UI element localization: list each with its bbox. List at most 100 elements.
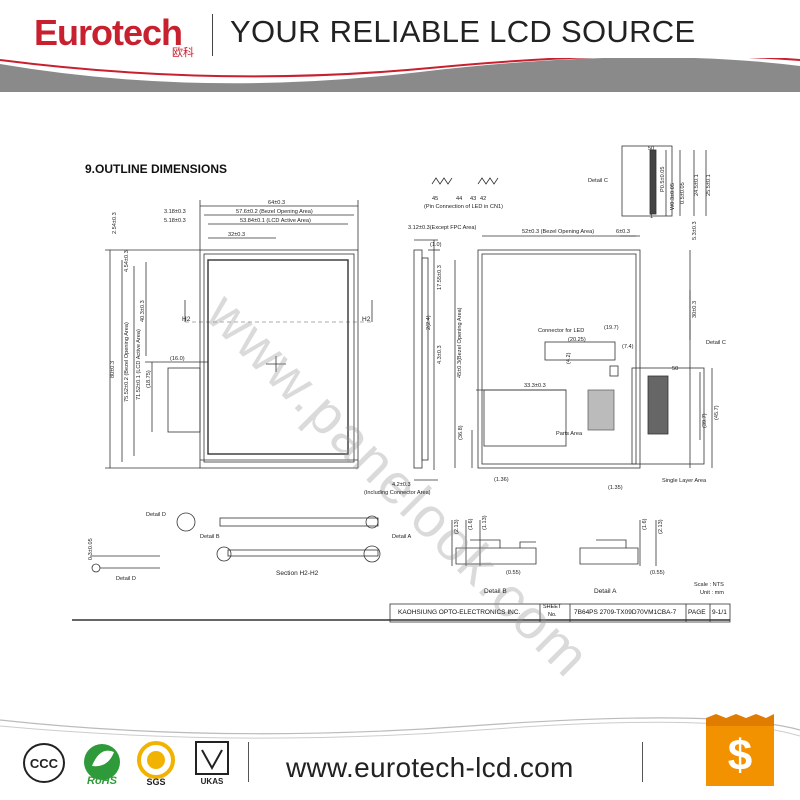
brand-logo: Eurotech — [34, 12, 183, 53]
dim-label: 80±0.3 — [110, 360, 116, 378]
svg-text:RoHS: RoHS — [87, 775, 118, 787]
dim-label: (7.4) — [622, 344, 634, 350]
dim-label: (18.75) — [146, 370, 152, 388]
ukas-certification-icon: UKAS — [195, 741, 229, 786]
detail-c-side-label: Detail C — [706, 340, 726, 346]
connector-led-label: Connector for LED — [538, 328, 585, 334]
front-outline — [199, 249, 359, 469]
dim-label: 24.5±0.1 — [694, 174, 700, 196]
pin-label: 44 — [456, 196, 463, 202]
dim-label: 40.3±0.3 — [140, 300, 146, 322]
header: Eurotech 欧科 YOUR RELIABLE LCD SOURCE — [0, 0, 800, 92]
dim-label: 53.84±0.1 (LCD Active Area) — [240, 218, 311, 224]
header-divider — [212, 14, 213, 56]
dim-label: 5.3±0.3 — [692, 221, 698, 240]
brand-logo-chinese: 欧科 — [172, 47, 194, 59]
dim-label: W0.3±0.05 — [670, 182, 676, 210]
dim-label: 52±0.3 (Bezel Opening Area) — [522, 229, 595, 235]
svg-text:CCC: CCC — [30, 756, 59, 771]
dim-label: 25.5±0.1 — [706, 174, 712, 196]
section-label: Section H2-H2 — [276, 570, 319, 577]
rohs-certification-icon: RoHS — [84, 744, 120, 787]
dim-label: (2.13) — [658, 519, 664, 534]
technical-drawing — [72, 145, 731, 623]
title-block-page-value: 9-1/1 — [712, 609, 727, 616]
dim-label: 3.18±0.3 — [164, 209, 186, 215]
dim-label: 33.3±0.3 — [524, 383, 546, 389]
dim-label: (1.6) — [468, 518, 474, 530]
dim-label: 71.52±0.1 (LCD Active Area) — [136, 329, 142, 400]
title-block-sheet-label: SHEET — [543, 604, 562, 610]
dim-label: 4.54±0.3 — [124, 250, 130, 272]
dim-label: (20.25) — [568, 337, 586, 343]
section-title: 9.OUTLINE DIMENSIONS — [85, 162, 228, 176]
dim-label: 30±0.3 — [692, 300, 698, 318]
dim-label: (45.7) — [714, 405, 720, 420]
svg-text:SGS: SGS — [146, 777, 165, 787]
scale-label: Scale : NTS — [694, 582, 724, 588]
pin-count-label: 50 — [672, 366, 679, 372]
pin-label: 45 — [432, 196, 439, 202]
header-slogan: YOUR RELIABLE LCD SOURCE — [230, 14, 696, 49]
section-marker-right: H2 — [362, 316, 371, 323]
dim-label: (1.0) — [430, 242, 442, 248]
dim-label: (0.55) — [506, 570, 521, 576]
pin-label: 43 — [470, 196, 477, 202]
title-block-company: KAOHSIUNG OPTO-ELECTRONICS INC. — [398, 609, 521, 616]
dim-label: (1.13) — [482, 515, 488, 530]
dim-label: 4.3±0.3 — [437, 345, 443, 364]
ccc-certification-icon: CCC — [23, 743, 65, 783]
unit-label: Unit : mm — [700, 590, 724, 596]
dollar-price-icon: $ — [706, 714, 774, 786]
dim-label: (2.13) — [454, 519, 460, 534]
footer-divider — [248, 742, 249, 782]
dim-label: (1.36) — [494, 477, 509, 483]
website-url[interactable]: www.eurotech-lcd.com — [286, 752, 574, 783]
pin-note: (Pin Connection of LED in CN1) — [424, 204, 503, 210]
dim-label: 64±0.3 — [268, 200, 286, 206]
dim-label: 32±0.3 — [228, 232, 246, 238]
footer-divider — [642, 742, 643, 782]
single-layer-label: Single Layer Area — [662, 478, 707, 484]
dim-label: (0.55) — [650, 570, 665, 576]
dim-label: (39.7) — [702, 413, 708, 428]
dim-label: 5.18±0.3 — [164, 218, 186, 224]
dim-label: 17.55±0.3 — [437, 265, 443, 290]
dim-label: 0.5±0.05 — [680, 182, 686, 204]
pin-label: 42 — [480, 196, 487, 202]
dim-label: (1.35) — [608, 485, 623, 491]
dim-label: 0.3±0.05 — [88, 538, 94, 560]
detail-d-caption: Detail D — [116, 576, 136, 582]
dim-label: 75.52±0.2 (Bezel Opening Area) — [124, 322, 130, 402]
svg-text:$: $ — [728, 731, 752, 780]
dim-label: (4.2) — [566, 352, 572, 364]
dim-label: 6±0.3 — [616, 229, 630, 235]
dim-label: 3.12±0.3(Except FPC Area) — [408, 225, 477, 231]
pin-count-label: 50 — [648, 146, 655, 152]
pin-count-label: 1 — [650, 214, 654, 220]
dim-label: (19.7) — [604, 325, 619, 331]
title-block-page-label: PAGE — [688, 609, 706, 616]
sgs-certification-icon: SGS — [137, 741, 175, 787]
dim-label: 2.54±0.3 — [112, 212, 118, 234]
detail-a-marker: Detail A — [392, 534, 412, 540]
title-block-doc-number: 7B64PS 2709-TX09D70VM1CBA-7 — [574, 609, 677, 616]
parts-area-label: Parts Area — [556, 431, 583, 437]
section-marker-left: H2 — [182, 316, 191, 323]
dim-label: (Including Connector Area) — [364, 490, 431, 496]
detail-b-marker: Detail B — [200, 534, 220, 540]
dim-label: 57.6±0.2 (Bezel Opening Area) — [236, 209, 313, 215]
dim-label: (36.8) — [458, 425, 464, 440]
dim-label: P0.5±0.05 — [660, 166, 666, 192]
detail-b-caption: Detail B — [484, 588, 507, 595]
detail-d-label: Detail D — [146, 512, 166, 518]
svg-text:UKAS: UKAS — [201, 777, 224, 786]
dim-label: 4.2±0.3 — [392, 482, 411, 488]
detail-a-caption: Detail A — [594, 588, 617, 595]
detail-c-top-label: Detail C — [588, 178, 608, 184]
dim-label: (16.0) — [170, 356, 185, 362]
dim-label: 2(2.4) — [426, 315, 432, 330]
header-wave-banner — [0, 58, 800, 92]
dim-label: 45±0.3(Bezel Opening Area) — [457, 307, 463, 378]
dim-label: (1.6) — [642, 518, 648, 530]
